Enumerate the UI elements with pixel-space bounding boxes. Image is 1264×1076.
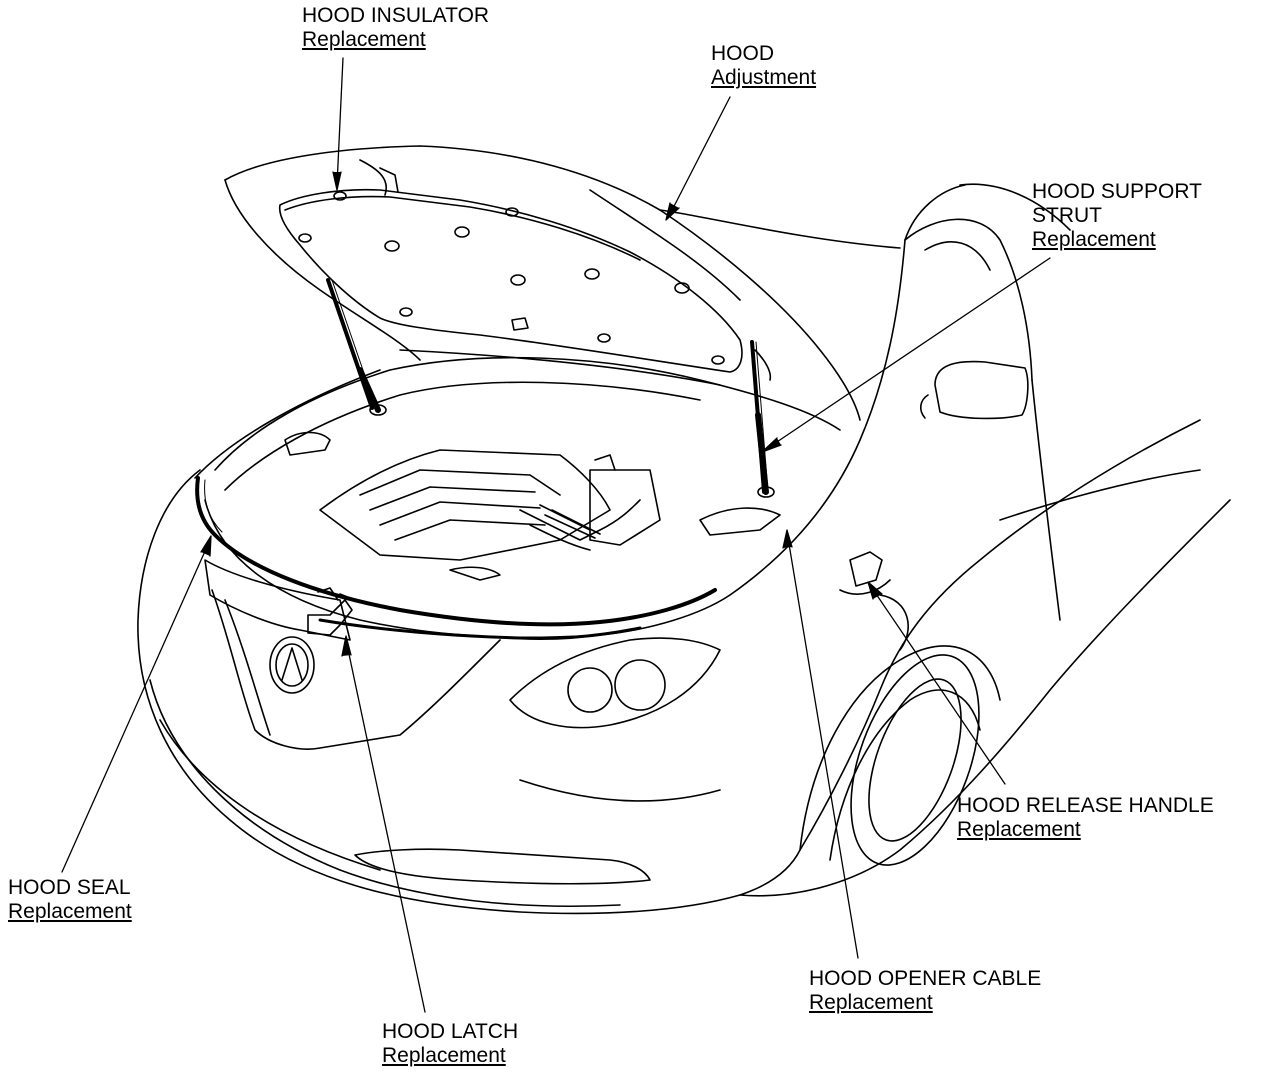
leader-hood-opener-cable: [786, 531, 859, 959]
leader-lines: [61, 57, 1051, 1013]
engine-bay: [214, 349, 841, 581]
hood-adjustment-link[interactable]: Adjustment: [711, 66, 817, 89]
callout-hood-latch-name: HOOD LATCH: [382, 1020, 519, 1043]
leader-hood-seal: [61, 539, 211, 873]
callout-hood-insulator-name: HOOD INSULATOR: [302, 4, 490, 27]
hood-seal-strip: [195, 476, 717, 627]
leader-hood-insulator: [336, 57, 344, 186]
hood-support-strut-replacement-link[interactable]: Replacement: [1032, 228, 1156, 251]
hood-insulator-pad: [278, 188, 743, 373]
leader-hood: [667, 96, 731, 219]
callout-hood-name: HOOD: [711, 42, 774, 65]
callout-hood-support-strut: HOOD SUPPORT STRUT Replacement: [1032, 180, 1202, 252]
leader-hood-strut: [764, 257, 1051, 451]
car-body: [137, 183, 1231, 915]
callout-hood-latch: HOOD LATCH Replacement: [382, 1020, 518, 1068]
front-fascia: [159, 559, 721, 885]
hood-release-handle-shape: [849, 551, 883, 587]
callout-hood-release-handle-name: HOOD RELEASE HANDLE: [957, 794, 1214, 817]
logo-emblem: [269, 636, 315, 694]
hood-support-struts: [326, 278, 775, 498]
leader-hood-latch: [345, 639, 426, 1013]
hood-latch-shape: [307, 599, 353, 636]
callout-hood-seal-name: HOOD SEAL: [8, 876, 131, 899]
hood-seal-latch: [195, 476, 909, 651]
callout-hood-insulator: HOOD INSULATOR Replacement: [302, 4, 489, 52]
hood-panel: [224, 145, 901, 421]
callout-hood-support-strut-name-line1: HOOD SUPPORT: [1032, 180, 1202, 203]
callout-hood: HOOD Adjustment: [711, 42, 816, 90]
hood-insulator-replacement-link[interactable]: Replacement: [302, 28, 426, 51]
callout-hood-opener-cable-name: HOOD OPENER CABLE: [809, 967, 1042, 990]
hood-opener-cable-replacement-link[interactable]: Replacement: [809, 991, 933, 1014]
callout-hood-release-handle: HOOD RELEASE HANDLE Replacement: [957, 794, 1214, 842]
hood-latch-replacement-link[interactable]: Replacement: [382, 1044, 506, 1067]
callout-hood-support-strut-name-line2: STRUT: [1032, 204, 1102, 227]
leader-hood-release: [869, 584, 1006, 785]
callout-hood-seal: HOOD SEAL Replacement: [8, 876, 132, 924]
hood-seal-replacement-link[interactable]: Replacement: [8, 900, 132, 923]
callout-hood-opener-cable: HOOD OPENER CABLE Replacement: [809, 967, 1041, 1015]
hood-release-handle-replacement-link[interactable]: Replacement: [957, 818, 1081, 841]
